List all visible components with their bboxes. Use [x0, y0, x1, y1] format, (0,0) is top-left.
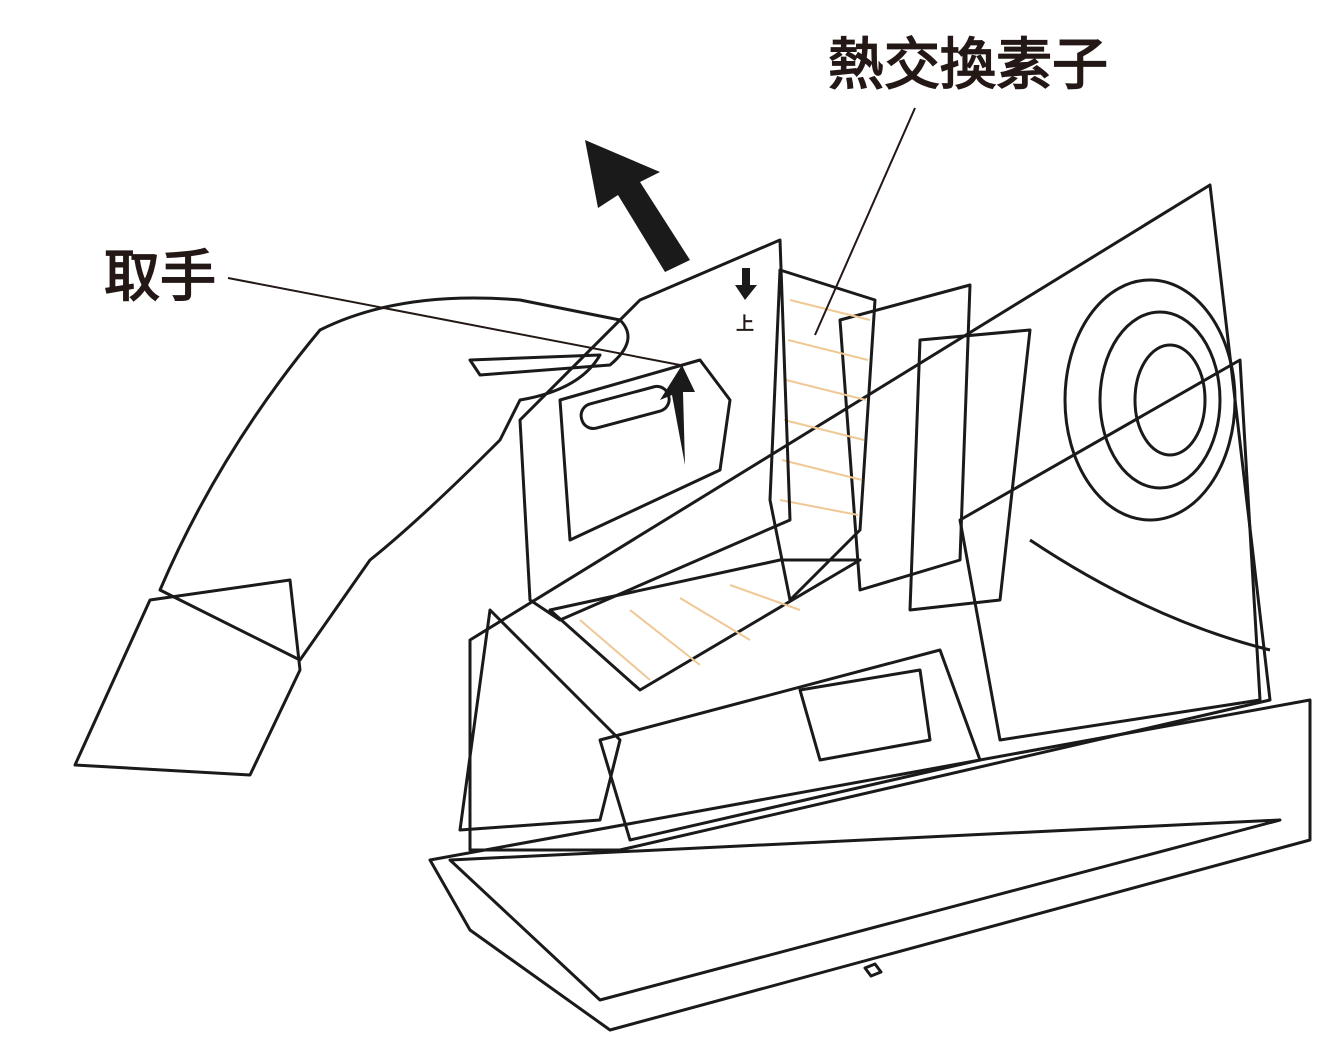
up-arrow-icon: [735, 268, 757, 300]
glove: [158, 296, 630, 662]
heat-exchanger-element: 上: [518, 238, 877, 692]
handle-leader-line: [227, 277, 681, 366]
handle-label: 取手: [104, 245, 216, 310]
ventilation-unit: [428, 183, 1312, 1032]
heat-exchanger-leader-line: [814, 107, 916, 336]
heat-exchanger-label: 熱交換素子: [828, 33, 1108, 98]
handle-arrow-icon: [660, 365, 695, 465]
pull-direction-arrow-icon: [585, 140, 690, 272]
gloved-hand: [73, 296, 630, 777]
handle: [558, 358, 732, 542]
forearm: [73, 578, 302, 777]
up-mark: 上: [736, 314, 754, 335]
fan-grille: [1029, 278, 1271, 652]
